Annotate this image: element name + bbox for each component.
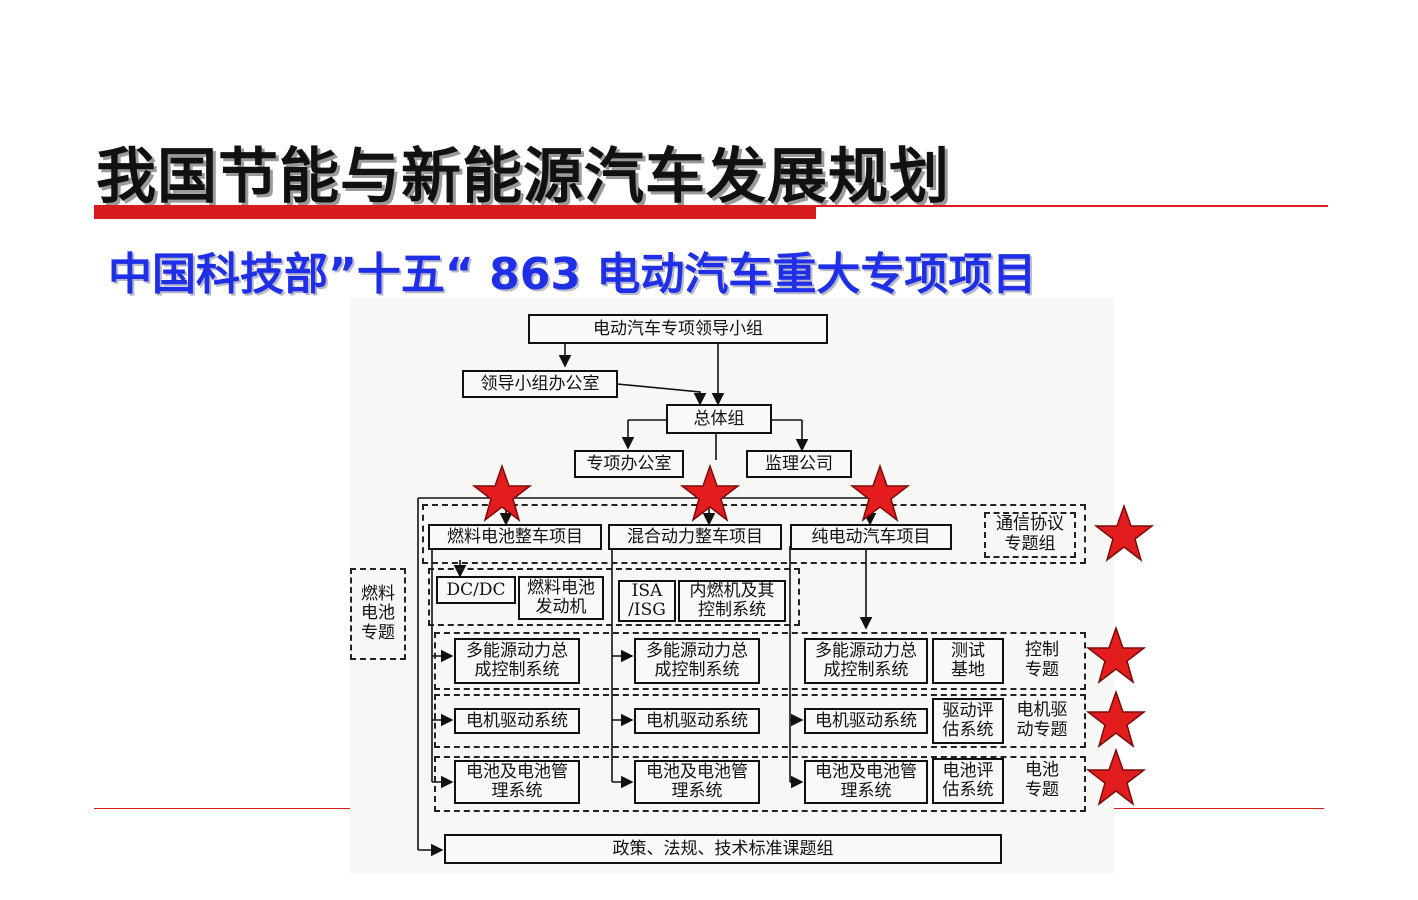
battery-eval-box: 电池评 估系统: [932, 758, 1004, 804]
motor-row-frame: [434, 694, 1086, 748]
star-icon: [680, 464, 740, 522]
footer-rule-left: [94, 808, 350, 809]
star-icon: [472, 464, 532, 522]
policy-group-box: 政策、法规、技术标准课题组: [444, 834, 1002, 864]
star-icon: [1086, 690, 1146, 748]
powertrain-control-hybrid: 多能源动力总 成控制系统: [634, 638, 760, 684]
battery-mgmt-fc: 电池及电池管 理系统: [454, 760, 580, 804]
star-icon: [1086, 748, 1146, 806]
comm-protocol-group: 通信协议 专题组: [996, 514, 1064, 554]
battery-mgmt-hybrid: 电池及电池管 理系统: [634, 760, 760, 804]
powertrain-row-frame: [434, 632, 1086, 690]
powertrain-control-ev: 多能源动力总 成控制系统: [804, 638, 928, 684]
motor-drive-ev: 电机驱动系统: [804, 708, 928, 734]
test-base-box: 测试 基地: [932, 638, 1004, 684]
supervision-company-box: 监理公司: [746, 450, 852, 478]
slide-subtitle: 中国科技部”十五“ 863 电动汽车重大专项项目: [108, 249, 1037, 300]
battery-mgmt-ev: 电池及电池管 理系统: [804, 760, 928, 804]
leading-office-box: 领导小组办公室: [462, 370, 618, 398]
battery-topic: 电池 专题: [1025, 760, 1059, 800]
battery-row-frame: [434, 756, 1086, 812]
footer-rule-right: [1114, 808, 1324, 809]
special-office-box: 专项办公室: [574, 450, 684, 478]
title-underline-thick: [94, 205, 816, 219]
ice-control-box: 内燃机及其 控制系统: [678, 580, 786, 622]
isa-isg-box: ISA /ISG: [618, 580, 676, 622]
connector-lines: [417, 342, 877, 857]
motor-drive-hybrid: 电机驱动系统: [634, 708, 760, 734]
fuel-cell-vehicle-project: 燃料电池整车项目: [428, 524, 602, 550]
slide-title: 我国节能与新能源汽车发展规划: [96, 142, 950, 212]
general-group-box: 总体组: [666, 404, 772, 434]
fuel-cell-topic-frame: [350, 568, 406, 660]
motor-drive-fc: 电机驱动系统: [454, 708, 580, 734]
project-row-dashed-frame: [422, 504, 1086, 564]
drive-eval-box: 驱动评 估系统: [932, 698, 1004, 744]
star-icon: [850, 464, 910, 522]
org-chart-diagram: 电动汽车专项领导小组 领导小组办公室 总体组 专项办公室 监理公司 燃料电池整车…: [350, 298, 1114, 874]
star-icon: [1094, 504, 1154, 562]
title-underline-thin: [816, 205, 1328, 207]
pure-ev-project: 纯电动汽车项目: [790, 524, 952, 550]
control-topic: 控制 专题: [1025, 640, 1059, 680]
leading-group-box: 电动汽车专项领导小组: [528, 314, 828, 344]
components-dashed-frame: [428, 568, 800, 626]
dcdc-box: DC/DC: [436, 576, 516, 604]
star-icon: [1086, 626, 1146, 684]
motor-drive-topic: 电机驱 动专题: [1016, 700, 1068, 740]
fuel-cell-engine-box: 燃料电池 发动机: [518, 576, 604, 620]
comm-protocol-frame: [984, 512, 1076, 558]
fuel-cell-topic: 燃料 电池 专题: [361, 583, 395, 643]
powertrain-control-fc: 多能源动力总 成控制系统: [454, 638, 580, 684]
hybrid-vehicle-project: 混合动力整车项目: [608, 524, 782, 550]
